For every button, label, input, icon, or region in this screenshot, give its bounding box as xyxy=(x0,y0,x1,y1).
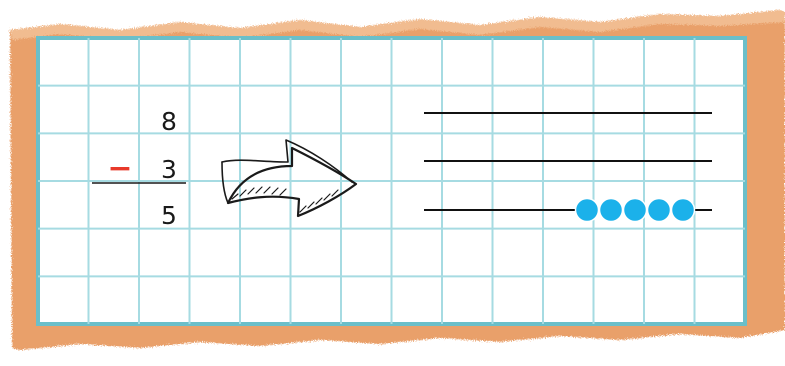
grid-card xyxy=(38,38,745,324)
abacus-bead xyxy=(624,199,647,222)
minuend-digit: 8 xyxy=(154,107,184,137)
subtrahend-digit: 3 xyxy=(154,155,184,185)
abacus-bead xyxy=(648,199,671,222)
abacus-bead xyxy=(600,199,623,222)
abacus-bead xyxy=(672,199,695,222)
abacus-bead xyxy=(576,199,599,222)
abacus-beads xyxy=(576,199,695,222)
difference-digit: 5 xyxy=(154,201,184,231)
minus-sign: − xyxy=(105,154,135,184)
